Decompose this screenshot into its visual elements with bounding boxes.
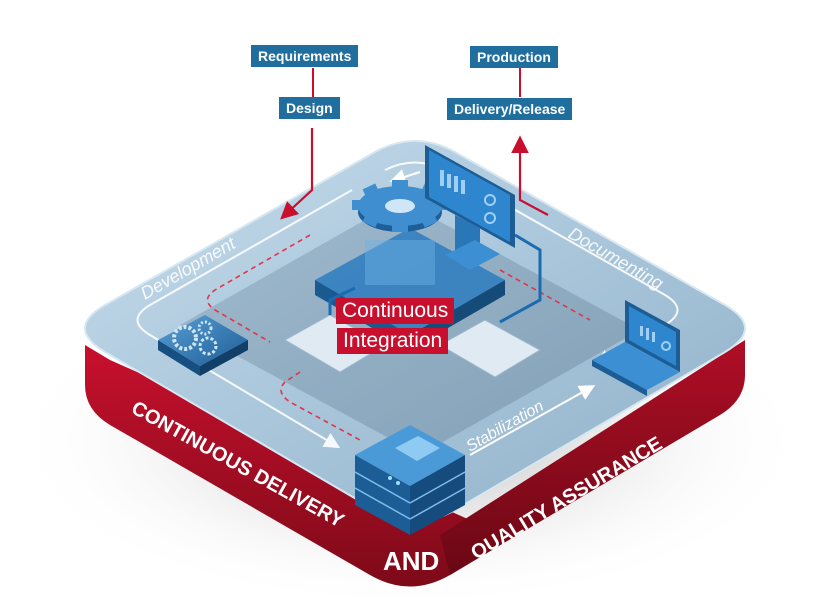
tag-production: Production [470, 46, 558, 68]
ci-label-line1: Continuous [336, 298, 455, 324]
band-right-face [440, 340, 745, 575]
loop-path-left [136, 189, 353, 449]
gear-icon [352, 180, 448, 285]
tag-delivery-release: Delivery/Release [447, 98, 573, 120]
release-arrow [511, 135, 549, 216]
tag-requirements: Requirements [251, 45, 359, 67]
cable-monitor [499, 233, 542, 324]
cable-left [328, 286, 356, 315]
monitor-dashboard-icon [425, 145, 515, 270]
dashed-loop-left [206, 234, 311, 343]
loop-path-right [384, 161, 679, 365]
dashed-loop-right [499, 269, 591, 321]
server-stack-icon [354, 425, 466, 535]
ci-label-line2: Integration [337, 328, 449, 354]
gears-cube-icon [158, 315, 248, 376]
base-plate-right [438, 319, 542, 378]
dashed-loop-bottom [280, 371, 361, 441]
laptop-icon [592, 300, 680, 396]
tag-design: Design [279, 97, 340, 119]
stabilization-arrow [469, 385, 596, 456]
loop-arrow-top [389, 169, 421, 185]
band-text-and: AND [383, 546, 439, 576]
design-arrow [280, 128, 314, 220]
band-left-face [85, 345, 470, 587]
